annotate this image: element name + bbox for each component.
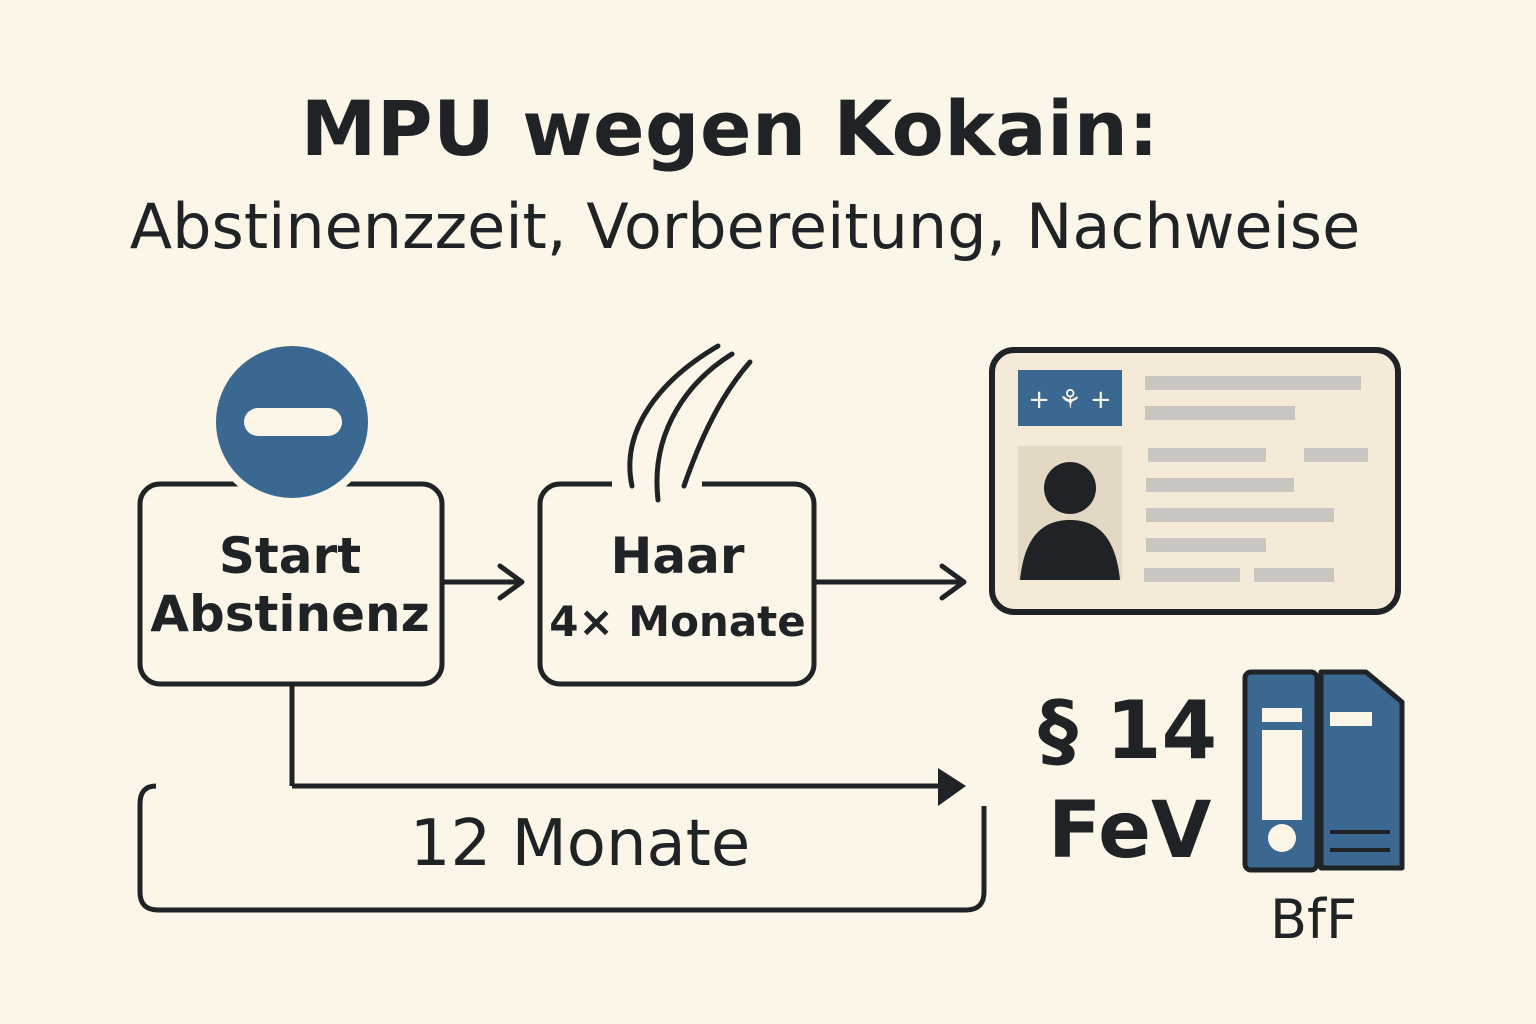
no-entry-icon	[208, 338, 376, 506]
timeline-connector	[289, 684, 958, 789]
binder-label: BfF	[1270, 888, 1358, 951]
twelve-months-box	[137, 783, 987, 913]
law-paragraph: § 14	[1038, 684, 1218, 777]
start-line2: Abstinenz	[150, 584, 430, 643]
law-code: FeV	[1048, 786, 1212, 876]
haar-label: Haar	[610, 527, 745, 585]
id-card-icon: + ⚘ +	[989, 347, 1401, 615]
binder-folders-icon	[1242, 669, 1405, 873]
timeline-arrowhead	[938, 768, 966, 806]
twelve-months-label: 12 Monate	[409, 807, 751, 881]
arrow-start-to-haar	[442, 563, 525, 601]
svg-text:+ ⚘ +: + ⚘ +	[1028, 385, 1111, 415]
haar-interval-label: 4× Monate	[549, 597, 806, 646]
arrow-haar-to-card	[814, 563, 967, 601]
start-line1: Start	[218, 527, 362, 585]
hair-strand-icon	[612, 343, 753, 503]
start-abstinenz-label: Start Abstinenz	[140, 527, 440, 643]
page-subtitle: Abstinenzzeit, Vorbereitung, Nachweise	[129, 190, 1361, 263]
page-title: MPU wegen Kokain:	[300, 84, 1160, 173]
